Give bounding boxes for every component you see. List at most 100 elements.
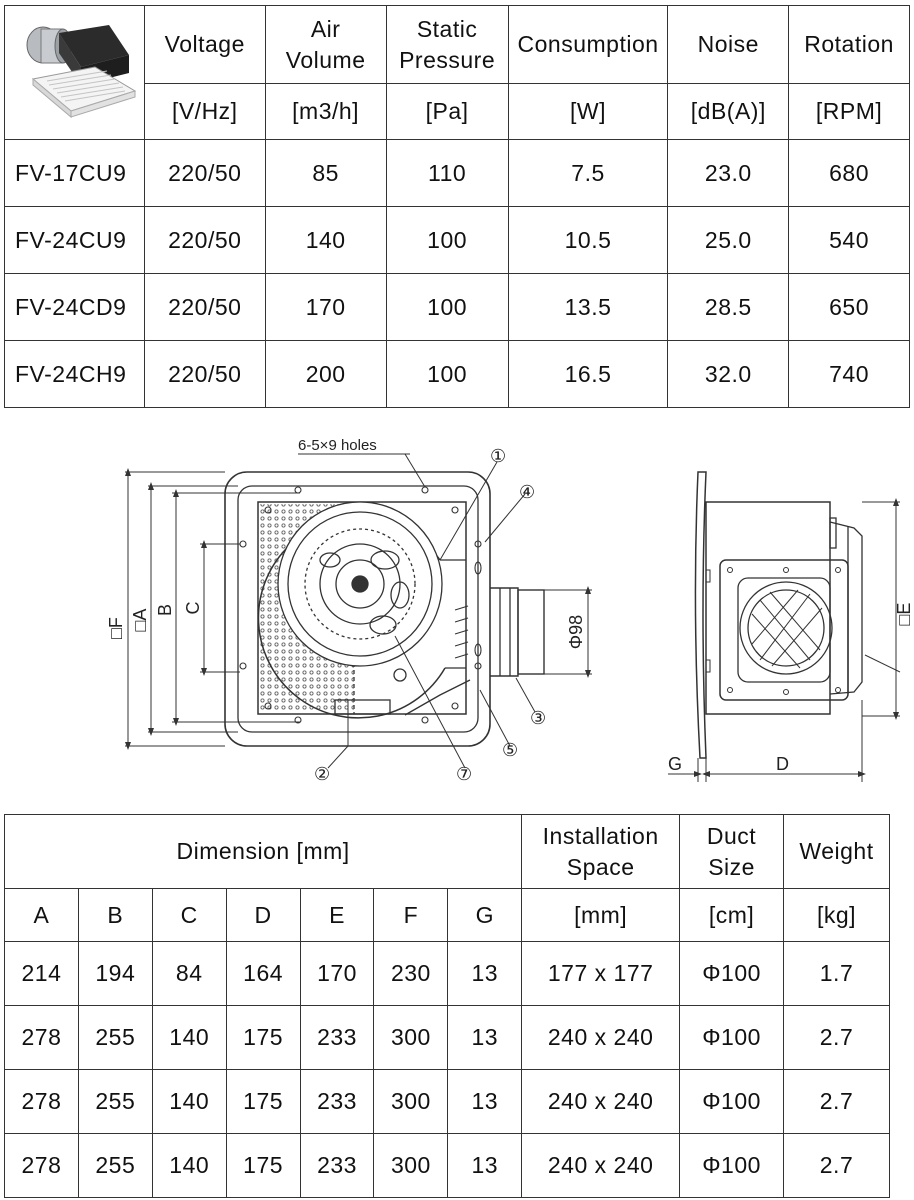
unit-air-volume: [m3/h] bbox=[264, 83, 387, 140]
dim-C-label: C bbox=[183, 602, 203, 615]
cell-static-pressure: 110 bbox=[385, 139, 509, 207]
cell-voltage: 220/50 bbox=[143, 139, 266, 207]
cell-static-pressure: 100 bbox=[385, 273, 509, 341]
cell-B: 255 bbox=[77, 1005, 153, 1070]
cell-voltage: 220/50 bbox=[143, 206, 266, 274]
cell-duct: Φ100 bbox=[679, 1069, 785, 1134]
callout-markers: ① ④ ③ ⑤ ⑦ ② bbox=[314, 446, 546, 784]
model-name: FV-24CU9 bbox=[4, 206, 145, 274]
col-B: B bbox=[77, 888, 153, 942]
cell-D: 175 bbox=[225, 1069, 301, 1134]
cell-air-volume: 200 bbox=[264, 340, 387, 408]
cell-weight: 2.7 bbox=[783, 1133, 890, 1198]
cell-B: 194 bbox=[77, 941, 153, 1006]
dim-D-label: D bbox=[776, 754, 789, 774]
spec-table: Voltage Air Volume Static Pressure Consu… bbox=[4, 5, 910, 408]
cell-duct: Φ100 bbox=[679, 1005, 785, 1070]
cell-A: 278 bbox=[4, 1005, 79, 1070]
side-view bbox=[694, 471, 863, 759]
table-row: 278 255 140 175 233 300 13 240 x 240 Φ10… bbox=[4, 1133, 890, 1198]
table-row: 214 194 84 164 170 230 13 177 x 177 Φ100… bbox=[4, 941, 890, 1006]
header-noise: Noise bbox=[667, 5, 790, 84]
cell-B: 255 bbox=[77, 1069, 153, 1134]
cell-consumption: 7.5 bbox=[507, 139, 669, 207]
col-G: G bbox=[447, 888, 523, 942]
callout-1: ① bbox=[490, 446, 506, 466]
dim-G-label: G bbox=[668, 754, 682, 774]
unit-consumption: [W] bbox=[507, 83, 669, 140]
cell-rotation: 680 bbox=[788, 139, 910, 207]
col-A: A bbox=[4, 888, 79, 942]
technical-drawing: 6-5×9 holes □F □A B C Φ98 ① ④ ③ ⑤ ⑦ ② bbox=[106, 437, 914, 784]
model-name: FV-17CU9 bbox=[4, 139, 145, 207]
dimension-header: Dimension [mm] bbox=[3, 814, 523, 889]
cell-G: 13 bbox=[447, 1005, 523, 1070]
col-F: F bbox=[373, 888, 449, 942]
unit-voltage: [V/Hz] bbox=[143, 83, 266, 140]
unit-noise: [dB(A)] bbox=[667, 83, 790, 140]
cell-duct: Φ100 bbox=[679, 1133, 785, 1198]
cell-F: 300 bbox=[373, 1069, 449, 1134]
table-row: FV-24CD9 220/50 170 100 13.5 28.5 650 bbox=[4, 273, 910, 341]
callout-2: ② bbox=[314, 764, 330, 784]
cell-rotation: 740 bbox=[788, 340, 910, 408]
cell-noise: 28.5 bbox=[667, 273, 790, 341]
cell-air-volume: 85 bbox=[264, 139, 387, 207]
callout-3: ③ bbox=[530, 708, 546, 728]
duct-unit: [cm] bbox=[679, 888, 785, 942]
dim-phi-label: Φ98 bbox=[566, 615, 586, 649]
cell-B: 255 bbox=[77, 1133, 153, 1198]
model-name: FV-24CD9 bbox=[4, 273, 145, 341]
cell-A: 214 bbox=[4, 941, 79, 1006]
cell-duct: Φ100 bbox=[679, 941, 785, 1006]
holes-label: 6-5×9 holes bbox=[298, 437, 377, 454]
cell-weight: 2.7 bbox=[783, 1005, 890, 1070]
dim-F-label: □F bbox=[106, 617, 126, 639]
header-air-volume: Air Volume bbox=[264, 5, 387, 84]
duct-size-header: Duct Size bbox=[679, 814, 785, 889]
cell-consumption: 10.5 bbox=[507, 206, 669, 274]
dim-B-label: B bbox=[155, 604, 175, 616]
cell-voltage: 220/50 bbox=[143, 340, 266, 408]
col-D: D bbox=[225, 888, 301, 942]
unit-rotation: [RPM] bbox=[788, 83, 910, 140]
cell-G: 13 bbox=[447, 1069, 523, 1134]
ceiling-fan-product-image bbox=[26, 24, 137, 118]
header-consumption: Consumption bbox=[507, 5, 669, 84]
cell-C: 84 bbox=[151, 941, 227, 1006]
header-rotation: Rotation bbox=[788, 5, 910, 84]
cell-install: 240 x 240 bbox=[521, 1133, 681, 1198]
table-row: 278 255 140 175 233 300 13 240 x 240 Φ10… bbox=[4, 1005, 890, 1070]
cell-E: 170 bbox=[299, 941, 375, 1006]
cell-noise: 23.0 bbox=[667, 139, 790, 207]
cell-install: 240 x 240 bbox=[521, 1005, 681, 1070]
cell-rotation: 650 bbox=[788, 273, 910, 341]
table-row: FV-24CU9 220/50 140 100 10.5 25.0 540 bbox=[4, 206, 910, 274]
cell-consumption: 16.5 bbox=[507, 340, 669, 408]
cell-D: 164 bbox=[225, 941, 301, 1006]
weight-header: Weight bbox=[783, 814, 890, 889]
unit-static-pressure: [Pa] bbox=[385, 83, 509, 140]
cell-A: 278 bbox=[4, 1133, 79, 1198]
cell-G: 13 bbox=[447, 1133, 523, 1198]
front-view bbox=[224, 471, 545, 747]
cell-E: 233 bbox=[299, 1005, 375, 1070]
cell-F: 300 bbox=[373, 1005, 449, 1070]
cell-C: 140 bbox=[151, 1069, 227, 1134]
callout-7: ⑦ bbox=[456, 764, 472, 784]
cell-E: 233 bbox=[299, 1069, 375, 1134]
col-C: C bbox=[151, 888, 227, 942]
install-unit: [mm] bbox=[521, 888, 681, 942]
cell-F: 230 bbox=[373, 941, 449, 1006]
cell-noise: 25.0 bbox=[667, 206, 790, 274]
cell-F: 300 bbox=[373, 1133, 449, 1198]
cell-install: 240 x 240 bbox=[521, 1069, 681, 1134]
front-dimension-lines bbox=[125, 453, 592, 769]
cell-E: 233 bbox=[299, 1133, 375, 1198]
cell-static-pressure: 100 bbox=[385, 340, 509, 408]
cell-G: 13 bbox=[447, 941, 523, 1006]
table-row: 278 255 140 175 233 300 13 240 x 240 Φ10… bbox=[4, 1069, 890, 1134]
cell-air-volume: 140 bbox=[264, 206, 387, 274]
dimension-table: Dimension [mm] Installation Space Duct S… bbox=[3, 814, 890, 1198]
cell-install: 177 x 177 bbox=[521, 941, 681, 1006]
